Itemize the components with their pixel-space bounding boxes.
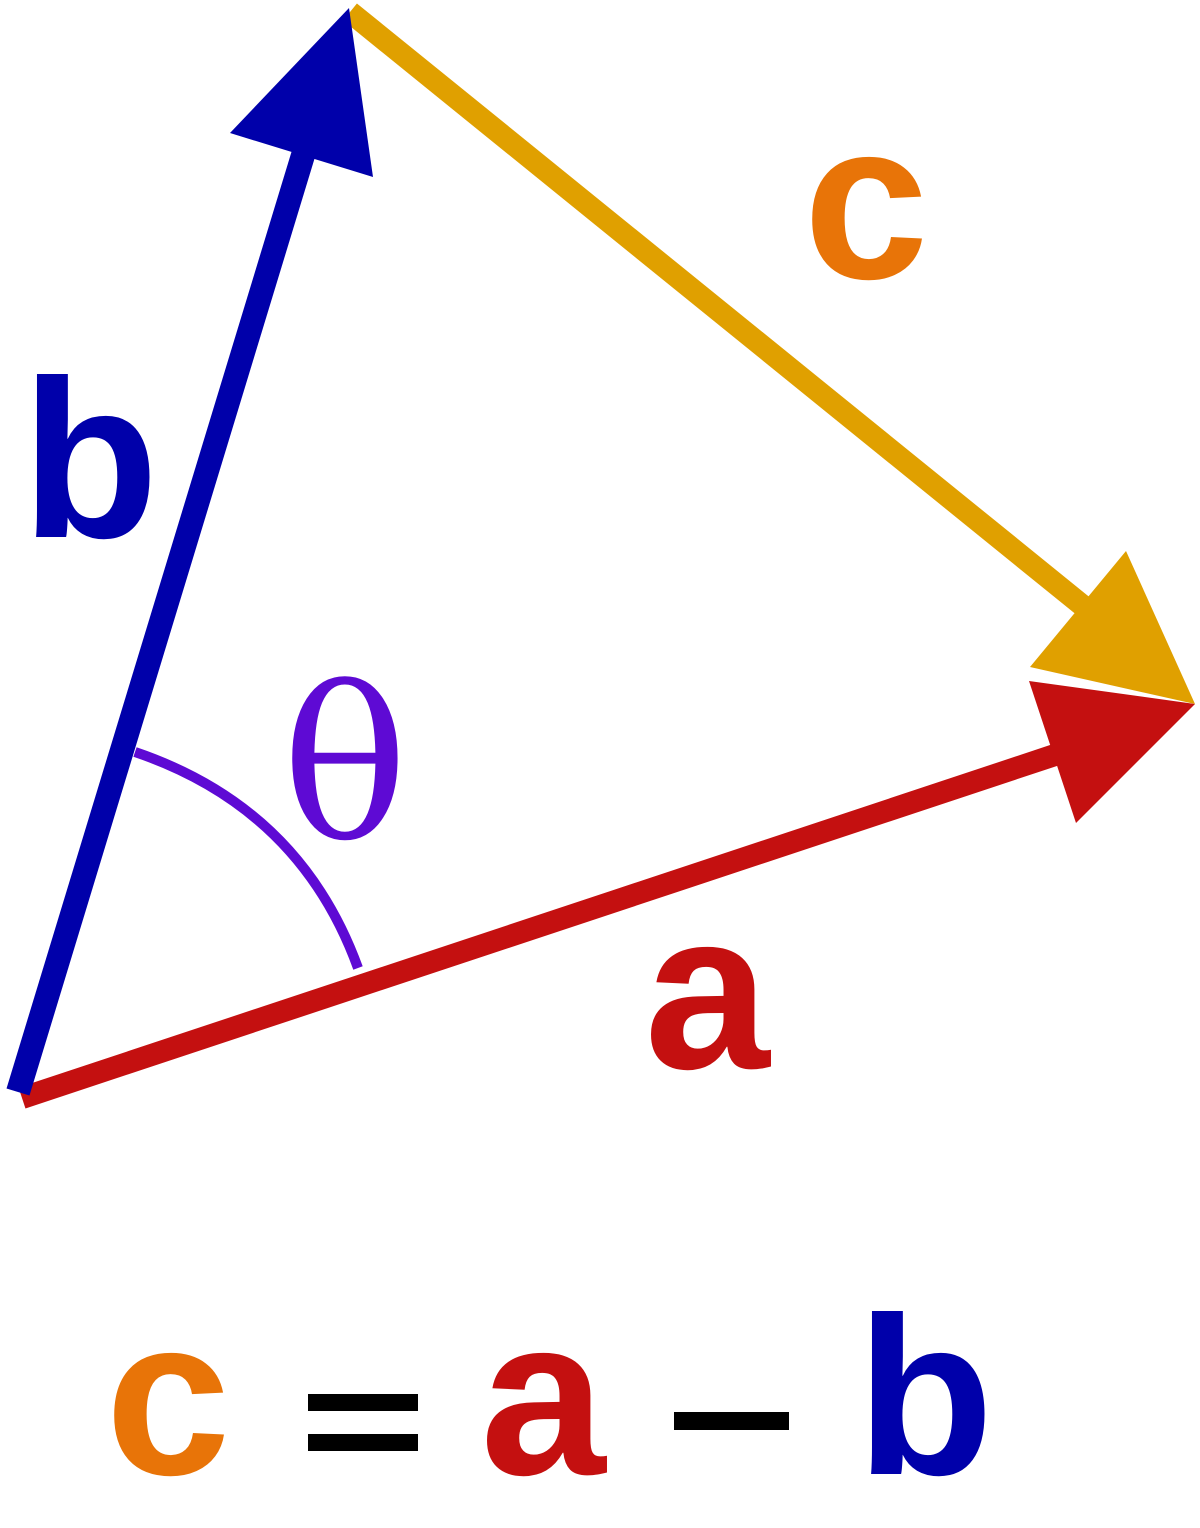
vector-b-label: b bbox=[21, 333, 158, 585]
angle-arc bbox=[133, 747, 363, 970]
theta-label: θ bbox=[282, 643, 408, 888]
equation-b: b bbox=[856, 1270, 993, 1522]
vector-c-arrowhead bbox=[1030, 551, 1195, 704]
equals-sign-top bbox=[308, 1394, 418, 1411]
equation-c: c bbox=[105, 1270, 230, 1522]
vector-a-label: a bbox=[644, 864, 771, 1116]
equation-a: a bbox=[480, 1270, 607, 1522]
vector-c-label: c bbox=[803, 74, 928, 326]
vector-a-arrowhead bbox=[1029, 681, 1195, 823]
vector-c-shaft bbox=[343, 3, 1095, 619]
equation: c a b bbox=[105, 1270, 993, 1522]
vector-a-shaft bbox=[18, 743, 1062, 1109]
vector-b-shaft bbox=[6, 148, 316, 1096]
vector-b-arrowhead bbox=[230, 8, 373, 177]
equals-sign-bottom bbox=[308, 1434, 418, 1451]
minus-sign bbox=[674, 1412, 789, 1430]
